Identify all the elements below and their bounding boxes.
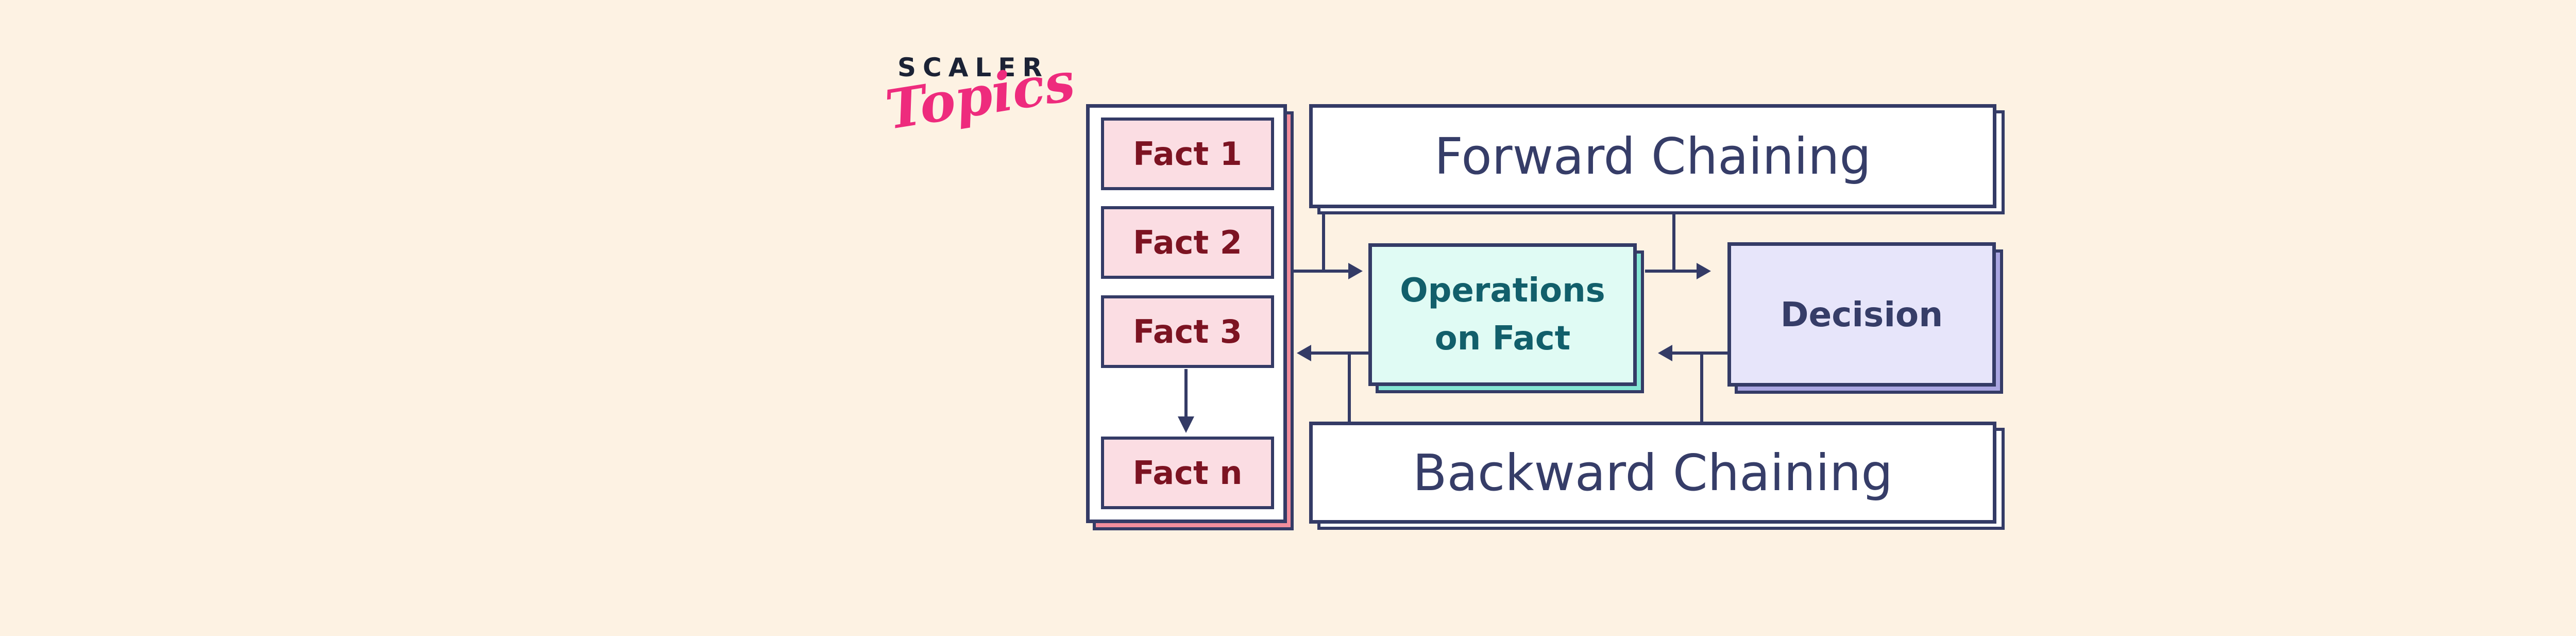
arrowhead-left-into-operations	[1658, 345, 1672, 361]
connector-facts-to-operations	[1291, 270, 1348, 273]
arrowhead-left-into-facts	[1297, 345, 1311, 361]
logo-brand-text: SCALER	[897, 53, 1049, 82]
fact-1-box: Fact 1	[1101, 118, 1274, 190]
operations-label-line1: Operations	[1400, 271, 1605, 310]
backward-chaining-box: Backward Chaining	[1309, 422, 1996, 524]
forward-chaining-box: Forward Chaining	[1309, 104, 1996, 208]
connector-decision-to-operations	[1672, 352, 1729, 355]
arrowhead-down-into-factn	[1178, 416, 1194, 433]
arrowhead-right-into-operations	[1348, 263, 1363, 279]
operations-label-line2: on Fact	[1434, 319, 1571, 358]
operations-on-fact-box: Operations on Fact	[1368, 243, 1637, 386]
connector-backward-chaining-rise-right	[1700, 355, 1703, 423]
connector-backward-chaining-rise-left	[1348, 355, 1351, 423]
fact-n-box: Fact n	[1101, 437, 1274, 509]
decision-box: Decision	[1727, 242, 1996, 387]
connector-fact3-to-factn	[1184, 369, 1188, 416]
fact-3-box: Fact 3	[1101, 295, 1274, 368]
fact-2-box: Fact 2	[1101, 206, 1274, 279]
connector-operations-to-decision	[1645, 270, 1697, 273]
connector-operations-to-facts	[1311, 352, 1369, 355]
arrowhead-right-into-decision	[1697, 263, 1711, 279]
connector-forward-chaining-drop-right	[1672, 212, 1675, 271]
scaler-topics-logo: SCALER Topics	[881, 49, 1079, 153]
connector-forward-chaining-drop-left	[1322, 212, 1325, 271]
